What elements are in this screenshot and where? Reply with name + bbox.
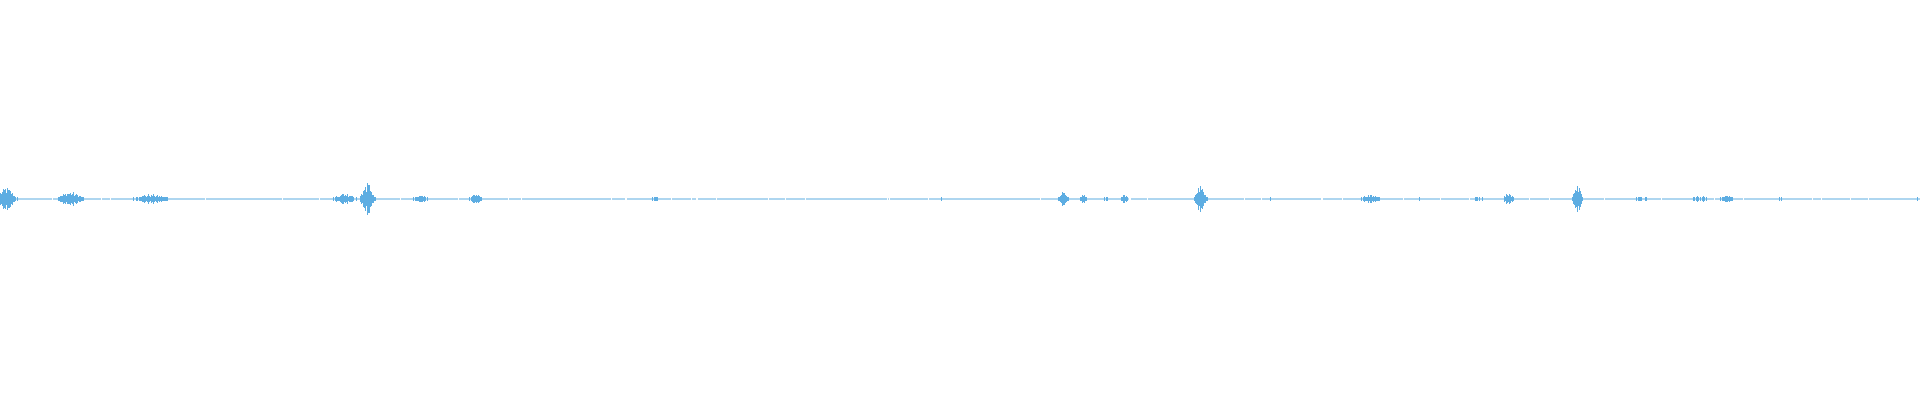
waveform-path — [0, 183, 1920, 215]
